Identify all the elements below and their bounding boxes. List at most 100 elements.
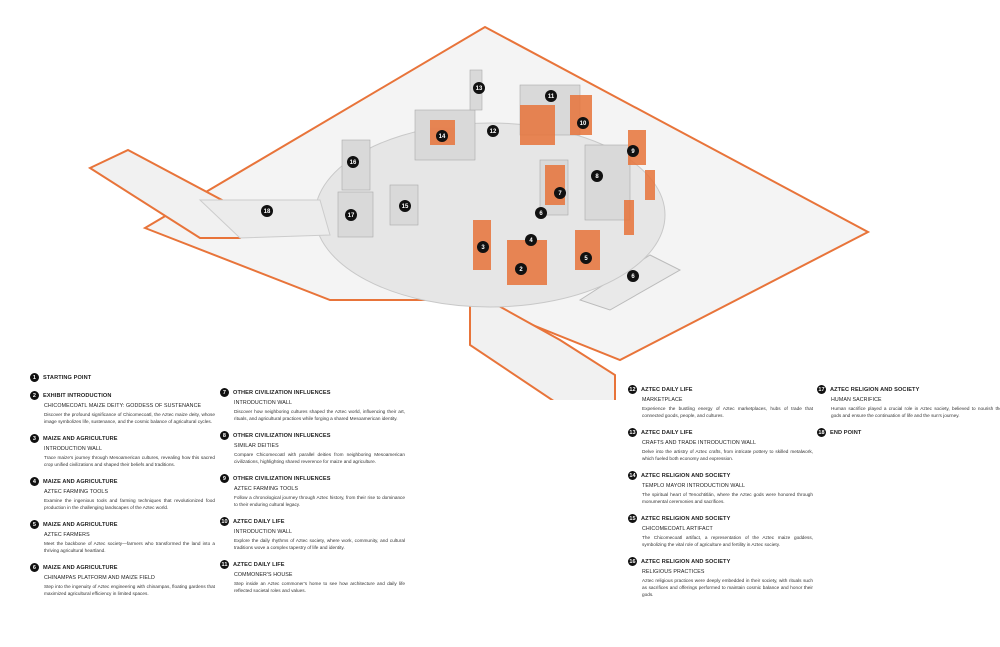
- plan-marker: 13: [473, 82, 485, 94]
- stop-subtitle: AZTEC FARMING TOOLS: [44, 489, 109, 495]
- stop-subtitle: CHICOMECOATL MAIZE DEITY: GODDESS OF SUS…: [44, 403, 202, 409]
- stop-title: END POINT: [830, 429, 862, 436]
- plan-marker: 6: [627, 270, 639, 282]
- stop-subtitle: CHINAMPAS PLATFORM AND MAIZE FIELD: [44, 575, 155, 581]
- stop-number-badge: 3: [30, 434, 39, 443]
- stop-title: EXHIBIT INTRODUCTION: [43, 392, 112, 399]
- legend-heading: 4 MAIZE AND AGRICULTURE: [30, 477, 215, 486]
- plan-marker: 14: [436, 130, 448, 142]
- legend-heading: 12 AZTEC DAILY LIFE: [628, 385, 813, 394]
- stop-title: MAIZE AND AGRICULTURE: [43, 564, 118, 571]
- plan-marker: 12: [487, 125, 499, 137]
- legend-heading: 10 AZTEC DAILY LIFE: [220, 517, 405, 526]
- stop-title: OTHER CIVILIZATION INFLUENCES: [233, 432, 331, 439]
- stop-title: AZTEC DAILY LIFE: [233, 561, 285, 568]
- stop-title: AZTEC RELIGION AND SOCIETY: [641, 558, 731, 565]
- stop-description: Examine the ingenious tools and farming …: [44, 498, 215, 510]
- plan-marker-label: 11: [548, 94, 555, 100]
- stop-subtitle: INTRODUCTION WALL: [44, 446, 103, 452]
- legend-heading: 2 EXHIBIT INTRODUCTION: [30, 391, 215, 400]
- plan-marker: 9: [627, 145, 639, 157]
- bridge: [198, 199, 331, 239]
- stop-number-badge: 5: [30, 520, 39, 529]
- stop-description: Step inside an Aztec commoner's home to …: [234, 581, 405, 593]
- plan-marker: 4: [525, 234, 537, 246]
- stop-number-badge: 15: [628, 514, 637, 523]
- stop-title: OTHER CIVILIZATION INFLUENCES: [233, 475, 331, 482]
- stop-number-badge: 10: [220, 517, 229, 526]
- stop-title: MAIZE AND AGRICULTURE: [43, 478, 118, 485]
- legend-heading: 11 AZTEC DAILY LIFE: [220, 560, 405, 569]
- plan-marker: 17: [345, 209, 357, 221]
- plan-marker-label: 6: [539, 211, 543, 217]
- stop-title: OTHER CIVILIZATION INFLUENCES: [233, 389, 331, 396]
- legend-item: 6 MAIZE AND AGRICULTURE CHINAMPAS PLATFORM…: [30, 563, 215, 597]
- stop-title: AZTEC RELIGION AND SOCIETY: [641, 515, 731, 522]
- plan-marker: 7: [554, 187, 566, 199]
- stop-subtitle: AZTEC FARMERS: [44, 532, 90, 538]
- plan-marker: 6: [535, 207, 547, 219]
- stop-number-badge: 2: [30, 391, 39, 400]
- plan-marker: 10: [577, 117, 589, 129]
- plan-marker-label: 8: [595, 174, 599, 180]
- stop-number-badge: 9: [220, 474, 229, 483]
- stop-description: Discover how neighboring cultures shaped…: [234, 409, 405, 421]
- plan-marker-label: 12: [490, 129, 497, 135]
- stop-description: Trace maize's journey through Mesoameric…: [44, 455, 215, 467]
- plan-marker-label: 2: [519, 267, 523, 273]
- stop-description: The Chicomecoatl artifact, a representat…: [642, 535, 813, 547]
- stop-number-badge: 11: [220, 560, 229, 569]
- stop-number-badge: 12: [628, 385, 637, 394]
- stop-title: MAIZE AND AGRICULTURE: [43, 435, 118, 442]
- plan-marker: 16: [347, 156, 359, 168]
- stop-description: Meet the backbone of Aztec society—farme…: [44, 541, 215, 553]
- stop-title: AZTEC DAILY LIFE: [641, 429, 693, 436]
- stop-subtitle: HUMAN SACRIFICE: [831, 397, 882, 403]
- plan-marker-label: 18: [264, 209, 271, 215]
- stop-title: AZTEC DAILY LIFE: [641, 386, 693, 393]
- stop-title: AZTEC DAILY LIFE: [233, 518, 285, 525]
- plan-marker-label: 17: [348, 213, 355, 219]
- stop-description: Follow a chronological journey through A…: [234, 495, 405, 507]
- legend-item: 9 OTHER CIVILIZATION INFLUENCES AZTEC FARM…: [220, 474, 405, 508]
- legend-item: 3 MAIZE AND AGRICULTURE INTRODUCTION WALL T…: [30, 434, 215, 468]
- stop-subtitle: AZTEC FARMING TOOLS: [234, 486, 299, 492]
- legend-heading: 15 AZTEC RELIGION AND SOCIETY: [628, 514, 813, 523]
- plan-markers: 2 3 4 5 6 6 7 8 9 10 11 12 13 14 15 16 17 18: [261, 82, 639, 282]
- stop-subtitle: INTRODUCTION WALL: [234, 400, 293, 406]
- plan-marker: 3: [477, 241, 489, 253]
- plan-marker: 5: [580, 252, 592, 264]
- stop-description: Aztec religious practices were deeply em…: [642, 578, 813, 597]
- plan-marker-label: 13: [476, 86, 483, 92]
- stop-number-badge: 4: [30, 477, 39, 486]
- plan-marker-label: 5: [584, 256, 588, 262]
- plan-marker-label: 14: [439, 134, 446, 140]
- stop-number-badge: 6: [30, 563, 39, 572]
- stop-description: Delve into the artistry of Aztec crafts,…: [642, 449, 813, 461]
- stop-description: Human sacrifice played a crucial role in…: [831, 406, 1000, 418]
- stop-title: AZTEC RELIGION AND SOCIETY: [641, 472, 731, 479]
- stop-subtitle: MARKETPLACE: [642, 397, 683, 403]
- plan-marker: 18: [261, 205, 273, 217]
- plan-marker-label: 15: [402, 204, 409, 210]
- plan-marker: 8: [591, 170, 603, 182]
- stop-description: Experience the bustling energy of Aztec …: [642, 406, 813, 418]
